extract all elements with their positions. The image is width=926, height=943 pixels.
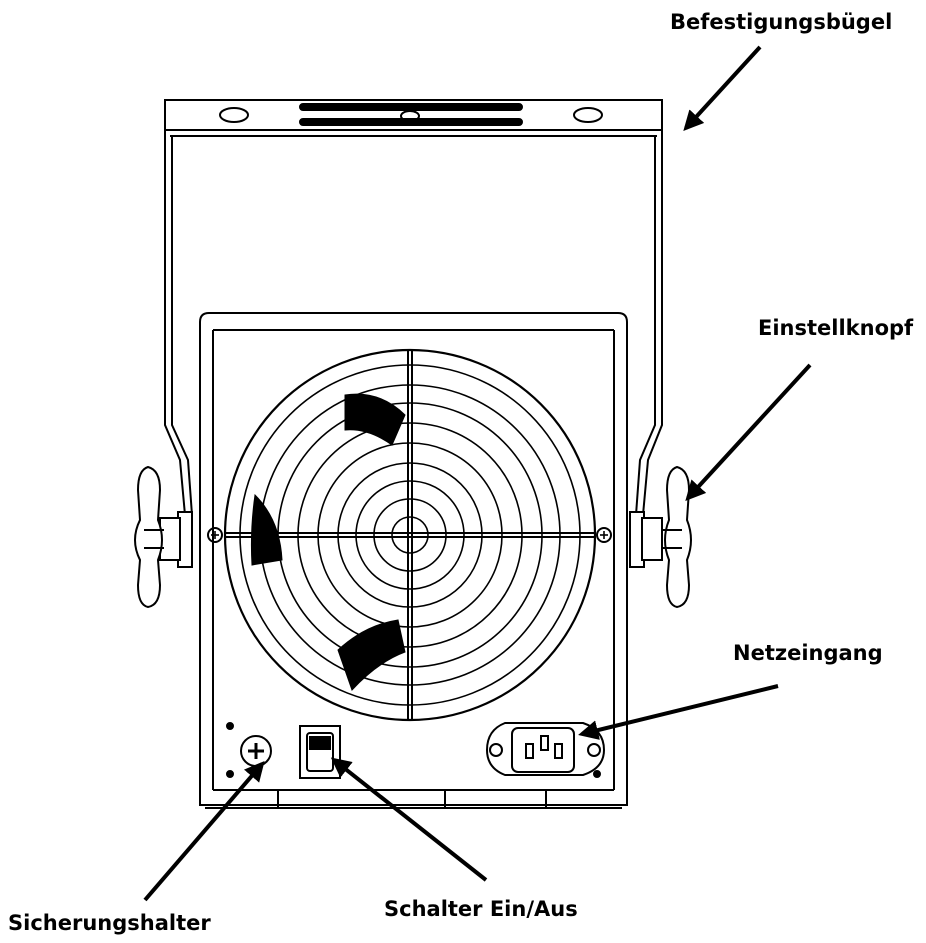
power-switch xyxy=(299,725,341,779)
arrow-power-inlet xyxy=(578,684,779,740)
arrow-bracket xyxy=(683,45,762,131)
label-fuse-holder: Sicherungshalter xyxy=(8,911,211,935)
label-power-inlet: Netzeingang xyxy=(733,641,883,665)
callout-arrows xyxy=(143,45,812,902)
power-inlet xyxy=(485,722,606,778)
fan-guard xyxy=(207,348,612,722)
label-knob: Einstellknopf xyxy=(758,316,914,340)
arrow-switch xyxy=(330,757,488,882)
label-switch: Schalter Ein/Aus xyxy=(384,897,578,921)
knob-right xyxy=(629,465,692,609)
arrow-fuse-holder xyxy=(143,760,265,902)
knob-left xyxy=(134,465,193,609)
arrow-knob xyxy=(685,363,812,501)
label-bracket: Befestigungsbügel xyxy=(670,10,893,34)
